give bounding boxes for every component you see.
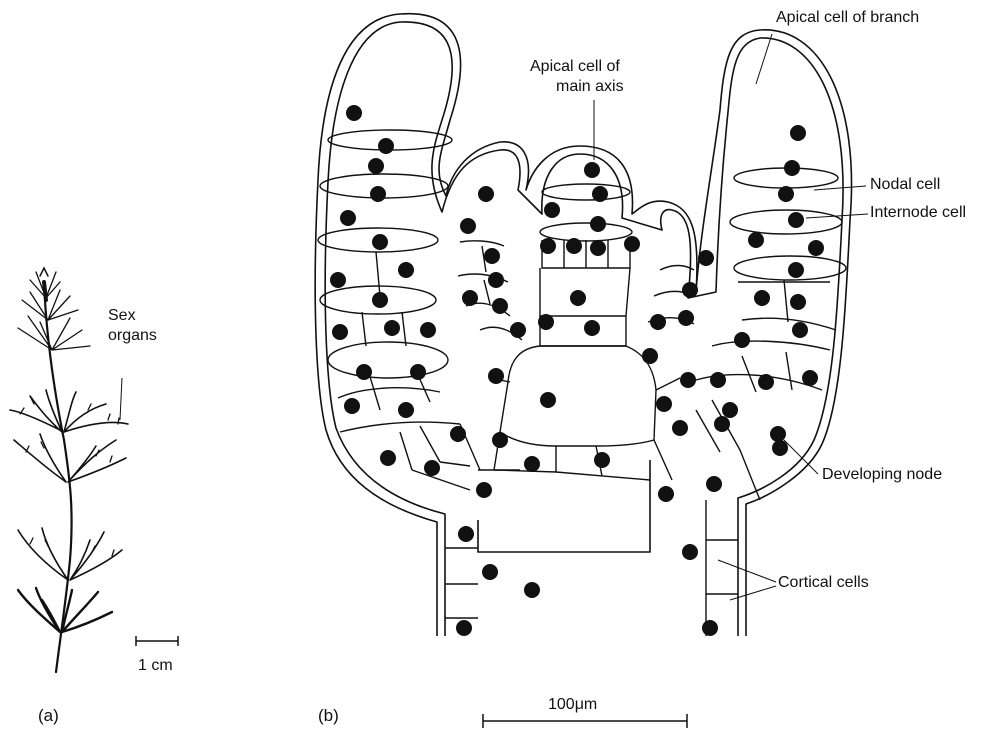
apical-cell-main-axis-label-line1: Apical cell of: [530, 58, 620, 76]
leader-lines: [594, 34, 868, 600]
nodal-cell-label: Nodal cell: [870, 176, 940, 194]
apical-cell-main-axis-label-line2: main axis: [556, 78, 624, 96]
sex-organs-label-line1: Sex: [108, 307, 136, 325]
internode-cell-label: Internode cell: [870, 204, 966, 222]
scale-bar-a: [136, 636, 178, 646]
scale-bar-b: [483, 714, 687, 728]
scale-label-b: 100μm: [548, 696, 597, 714]
panel-b-label: (b): [318, 706, 339, 726]
apical-branch-leader: [756, 34, 772, 84]
scale-label-a: 1 cm: [138, 657, 173, 675]
apical-cell-branch-label: Apical cell of branch: [776, 9, 919, 27]
sex-organs-label-line2: organs: [108, 327, 157, 345]
cortical-cells-label: Cortical cells: [778, 574, 869, 592]
nodal-cell-leader: [814, 186, 866, 190]
sex-organs-leader: [120, 378, 122, 420]
developing-node-label: Developing node: [822, 466, 942, 484]
panel-a-label: (a): [38, 706, 59, 726]
developing-node-leader: [784, 440, 818, 474]
